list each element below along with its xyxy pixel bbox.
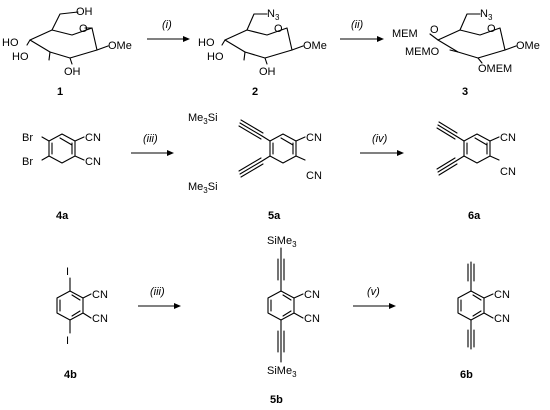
compound-2-structure: N3 O OMe HO HO OH 2 <box>198 8 327 98</box>
label-cn-1: CN <box>494 289 510 301</box>
label-memo-4: MEM <box>392 28 418 40</box>
condition-v: (v) <box>367 286 380 298</box>
label-cn-1: CN <box>92 289 108 301</box>
compound-6b-number: 6b <box>460 369 473 381</box>
label-ring-o: O <box>79 23 88 35</box>
label-oh-6: OH <box>76 6 93 18</box>
step-v-arrow: (v) <box>353 286 396 309</box>
label-cn-2: CN <box>494 313 510 325</box>
condition-iii-bottom: (iii) <box>150 286 165 298</box>
label-cn-1: CN <box>306 132 322 144</box>
label-oh-2: OH <box>259 66 276 78</box>
label-ho-3: HO <box>12 51 29 63</box>
label-br-1: Br <box>22 132 33 144</box>
label-i-bottom: I <box>66 335 69 347</box>
label-n3: N3 <box>480 8 493 22</box>
label-me3si-top: Me3Si <box>188 112 218 126</box>
label-cn-2: CN <box>85 156 101 168</box>
compound-6a-structure: CN CN 6a <box>436 121 516 222</box>
label-ome: OMe <box>303 40 327 52</box>
label-ome: OMe <box>516 40 540 52</box>
step-i-arrow: (i) <box>147 19 190 42</box>
compound-4a-structure: Br Br CN CN 4a <box>22 132 101 222</box>
step-iv-arrow: (iv) <box>360 133 404 156</box>
label-me3si-bottom: Me3Si <box>188 181 218 195</box>
compound-5a-number: 5a <box>268 210 281 222</box>
label-ho-3: HO <box>207 51 224 63</box>
label-ho-4: HO <box>2 37 19 49</box>
label-memo-3: MEMO <box>405 46 440 58</box>
compound-4b-number: 4b <box>64 369 77 381</box>
label-n3: N3 <box>267 8 280 22</box>
compound-3-number: 3 <box>462 86 468 98</box>
label-br-2: Br <box>22 156 33 168</box>
label-cn-2: CN <box>306 170 322 182</box>
label-cn-1: CN <box>85 132 101 144</box>
label-i-top: I <box>66 266 69 278</box>
compound-5b-number: 5b <box>270 394 283 406</box>
compound-1-structure: OH O OMe HO HO OH 1 <box>2 6 132 98</box>
step-ii-arrow: (ii) <box>340 19 384 42</box>
label-omem-2: OMEM <box>478 63 512 75</box>
condition-ii: (ii) <box>351 19 364 31</box>
label-ring-o: O <box>487 23 496 35</box>
compound-5a-structure: Me3Si Me3Si CN CN 5a <box>188 112 322 222</box>
compound-6a-number: 6a <box>468 210 481 222</box>
label-cn-2: CN <box>304 313 320 325</box>
label-cn-1: CN <box>304 289 320 301</box>
label-oh-2: OH <box>64 66 81 78</box>
compound-1-number: 1 <box>57 86 63 98</box>
condition-i: (i) <box>162 19 172 31</box>
label-cn-2: CN <box>500 166 516 178</box>
label-ome: OMe <box>108 40 132 52</box>
label-cn-2: CN <box>92 313 108 325</box>
label-ho-4: HO <box>198 37 215 49</box>
compound-6b-structure: CN CN 6b <box>457 261 510 381</box>
label-o-4: O <box>430 24 439 36</box>
label-ring-o: O <box>274 23 283 35</box>
step-iii-arrow-bottom: (iii) <box>138 286 181 309</box>
step-iii-arrow-top: (iii) <box>131 133 174 156</box>
label-cn-1: CN <box>500 132 516 144</box>
condition-iv: (iv) <box>372 133 388 145</box>
condition-iii-top: (iii) <box>143 133 158 145</box>
label-sime3-top: SiMe3 <box>267 235 297 249</box>
label-sime3-bottom: SiMe3 <box>267 365 297 379</box>
compound-2-number: 2 <box>252 86 258 98</box>
compound-4b-structure: I I CN CN 4b <box>56 266 108 381</box>
compound-4a-number: 4a <box>56 210 69 222</box>
compound-5b-structure: SiMe3 SiMe3 CN CN 5b <box>267 235 320 406</box>
compound-3-structure: N3 O OMe MEM O MEMO OMEM 3 <box>392 8 540 98</box>
